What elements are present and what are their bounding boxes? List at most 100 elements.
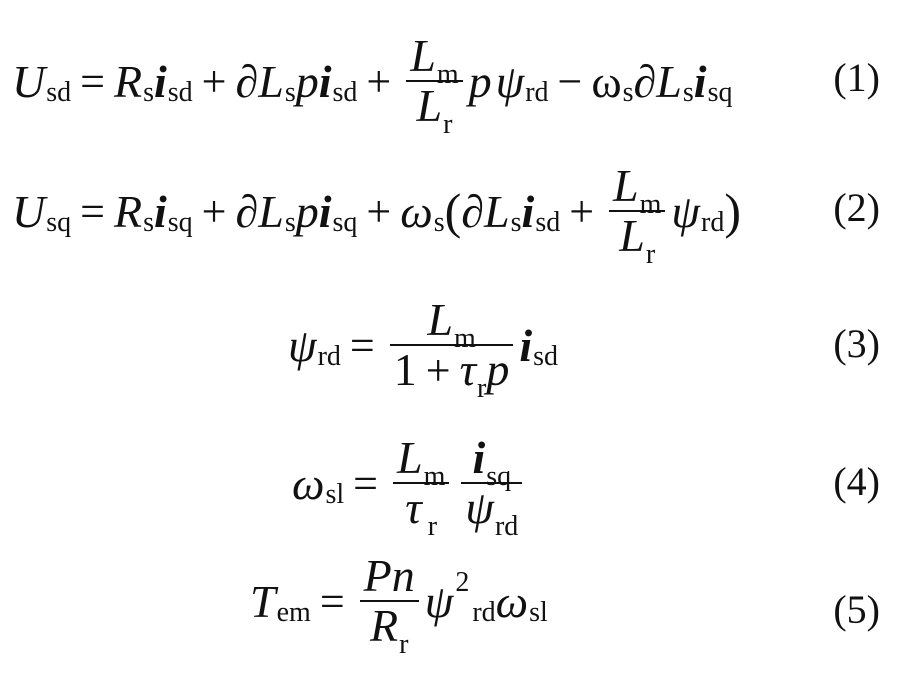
plus-sign: + bbox=[201, 186, 227, 236]
subscript: sq bbox=[707, 77, 733, 109]
equals-sign: = bbox=[80, 56, 105, 106]
subscript: s bbox=[682, 77, 694, 109]
operator-p-symbol: p bbox=[295, 55, 319, 107]
equation-number: (2) bbox=[833, 185, 880, 230]
omega-symbol: ω bbox=[292, 457, 325, 509]
resistance-symbol: R bbox=[113, 185, 143, 237]
fraction-numerator: Pn bbox=[363, 550, 415, 601]
subscript: sq bbox=[167, 207, 193, 239]
partial-symbol: ∂ bbox=[235, 55, 259, 107]
equation-number: (1) bbox=[833, 55, 880, 100]
subscript: em bbox=[276, 597, 311, 629]
fraction-bar bbox=[359, 600, 419, 603]
left-parenthesis: ( bbox=[444, 183, 462, 240]
voltage-symbol: U bbox=[12, 185, 46, 237]
subscript: s bbox=[433, 207, 445, 239]
subscript: s bbox=[284, 77, 296, 109]
equation-number: (4) bbox=[833, 459, 880, 504]
operator-p-symbol: p bbox=[468, 55, 492, 107]
subscript: s bbox=[622, 77, 634, 109]
subscript: sq bbox=[332, 207, 358, 239]
plus-sign: + bbox=[201, 56, 227, 106]
voltage-symbol: U bbox=[12, 55, 46, 107]
subscript: sd bbox=[46, 77, 72, 109]
current-symbol: i bbox=[519, 319, 533, 371]
right-parenthesis: ) bbox=[724, 183, 741, 240]
current-symbol: i bbox=[153, 55, 167, 107]
omega-symbol: ω bbox=[591, 55, 622, 107]
equals-sign: = bbox=[349, 320, 375, 370]
flux-symbol: ψ bbox=[288, 319, 317, 371]
fraction-bar bbox=[406, 80, 463, 83]
partial-symbol: ∂ bbox=[235, 185, 259, 237]
subscript: rd bbox=[701, 207, 725, 239]
equation-number: (5) bbox=[833, 587, 880, 632]
inductance-symbol: L bbox=[656, 55, 682, 107]
subscript: sl bbox=[325, 479, 345, 511]
equation-number: (3) bbox=[833, 321, 880, 366]
subscript: s bbox=[510, 207, 522, 239]
subscript: sq bbox=[46, 207, 72, 239]
plus-sign: + bbox=[366, 56, 392, 106]
subscript: sl bbox=[529, 597, 548, 629]
subscript: rd bbox=[525, 77, 549, 109]
omega-symbol: ω bbox=[495, 575, 529, 627]
flux-symbol: ψ bbox=[424, 575, 454, 627]
equals-sign: = bbox=[319, 576, 345, 626]
flux-symbol: ψ bbox=[671, 185, 700, 237]
subscript: s bbox=[284, 207, 296, 239]
plus-sign: + bbox=[366, 186, 392, 236]
inductance-symbol: L bbox=[258, 185, 284, 237]
fraction-bar bbox=[609, 210, 666, 213]
subscript: rd bbox=[317, 341, 341, 373]
plus-sign: + bbox=[569, 186, 595, 236]
equals-sign: = bbox=[80, 186, 105, 236]
equals-sign: = bbox=[353, 458, 378, 508]
subscript: sd bbox=[535, 207, 561, 239]
fraction-bar bbox=[393, 482, 450, 485]
superscript: 2 bbox=[455, 567, 470, 599]
current-symbol: i bbox=[693, 55, 707, 107]
subscript: s bbox=[143, 77, 154, 109]
subscript: sd bbox=[167, 77, 193, 109]
subscript: s bbox=[143, 207, 154, 239]
subscript: rd bbox=[472, 597, 496, 629]
partial-symbol: ∂ bbox=[633, 55, 657, 107]
subscript: sd bbox=[533, 341, 559, 373]
current-symbol: i bbox=[318, 185, 332, 237]
current-symbol: i bbox=[521, 185, 535, 237]
partial-symbol: ∂ bbox=[461, 185, 485, 237]
flux-symbol: ψ bbox=[495, 55, 525, 107]
fraction-bar bbox=[389, 344, 514, 347]
inductance-symbol: L bbox=[484, 185, 510, 237]
fraction-bar bbox=[461, 482, 523, 485]
operator-p-symbol: p bbox=[295, 185, 319, 237]
current-symbol: i bbox=[153, 185, 167, 237]
inductance-symbol: L bbox=[258, 55, 284, 107]
